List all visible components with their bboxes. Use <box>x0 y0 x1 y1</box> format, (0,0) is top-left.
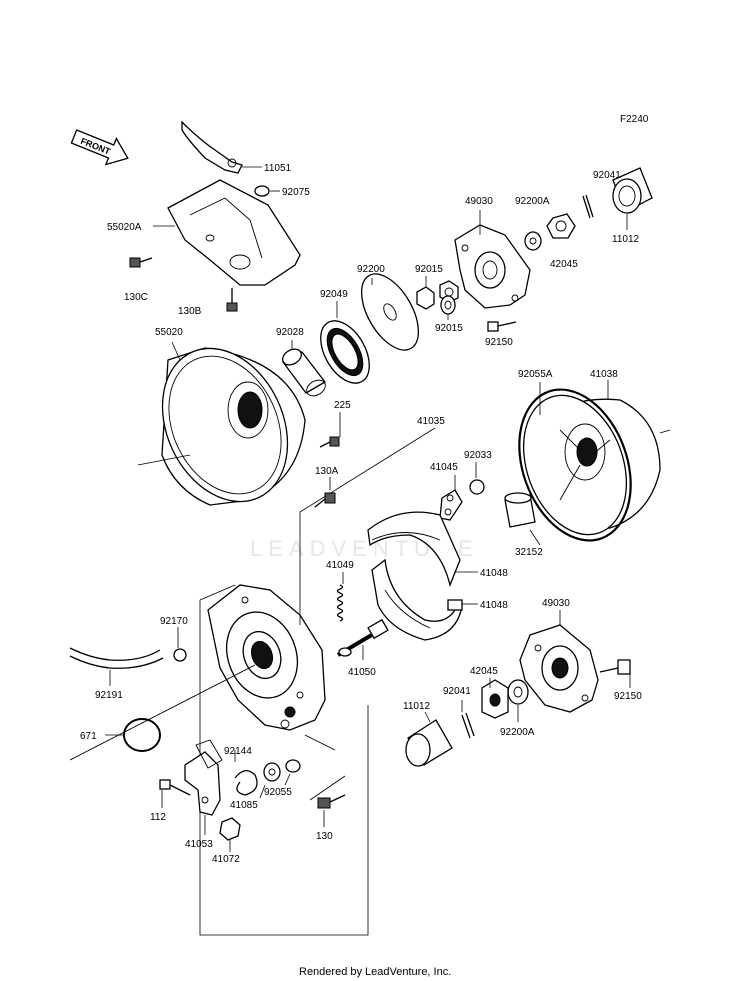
lever-41053 <box>184 739 223 816</box>
label-671: 671 <box>80 731 97 742</box>
seal-92049 <box>320 320 370 384</box>
label-41053: 41053 <box>185 839 213 850</box>
pin-92041-bot <box>461 712 475 739</box>
label-92150-bot: 92150 <box>614 691 642 702</box>
bolt-225 <box>319 436 340 448</box>
nut-41072 <box>219 817 241 841</box>
label-92144: 92144 <box>224 746 252 757</box>
label-49030-top: 49030 <box>465 196 493 207</box>
label-92041-bot: 92041 <box>443 686 471 697</box>
label-130B: 130B <box>178 306 202 317</box>
brake-drum-41038 <box>518 388 661 542</box>
backing-plate <box>207 584 326 731</box>
camshaft-41050 <box>336 618 389 657</box>
washer-92015-c <box>440 295 456 315</box>
label-92015-a: 92015 <box>415 264 443 275</box>
hub-49030-top <box>454 224 531 309</box>
bushing-32152 <box>504 492 536 528</box>
hose-92191 <box>69 647 164 669</box>
bolt-112 <box>159 779 191 796</box>
label-41038: 41038 <box>590 369 618 380</box>
label-41085: 41085 <box>230 800 258 811</box>
bolt-92150-top <box>487 321 517 332</box>
label-92055A: 92055A <box>518 369 553 380</box>
circlip-92033 <box>469 479 485 495</box>
label-41072: 41072 <box>212 854 240 865</box>
spring-92144 <box>234 770 258 796</box>
drum-housing-55020 <box>161 347 306 506</box>
label-42045-bot: 42045 <box>470 666 498 677</box>
label-92200A-bot: 92200A <box>500 727 535 738</box>
label-41048-b: 41048 <box>480 600 508 611</box>
link-41045 <box>439 489 463 521</box>
bolt-130B <box>226 288 238 312</box>
label-11051: 11051 <box>264 163 292 174</box>
label-92075: 92075 <box>282 187 310 198</box>
oring-92055 <box>285 759 301 773</box>
front-arrow-icon: FRONT <box>70 129 129 166</box>
bolt-130 <box>317 794 346 809</box>
label-92200A-top: 92200A <box>515 196 550 207</box>
label-42045-top: 42045 <box>550 259 578 270</box>
nut-42045-bot <box>481 679 509 719</box>
nut-92015-a <box>416 286 435 310</box>
washer-92200A-bot <box>507 679 529 705</box>
label-92170: 92170 <box>160 616 188 627</box>
label-11012-bot: 11012 <box>403 701 431 712</box>
label-130: 130 <box>316 831 333 842</box>
washer-92200A-top <box>524 231 542 251</box>
brake-shoe-41048-b <box>371 558 463 641</box>
label-11012-top: 11012 <box>612 234 640 245</box>
label-112: 112 <box>150 812 166 823</box>
label-41045: 41045 <box>430 462 458 473</box>
bolt-92150-bot <box>599 659 631 675</box>
footer-credit: Rendered by LeadVenture, Inc. <box>299 966 451 978</box>
label-55020: 55020 <box>155 327 183 338</box>
figure-code: F2240 <box>620 114 649 125</box>
bolt-130C <box>129 257 153 268</box>
indicator-41085 <box>263 762 281 782</box>
oring-671 <box>123 718 161 752</box>
cap-11012-bot <box>405 719 453 767</box>
brake-lever-11051 <box>181 120 243 174</box>
label-92055: 92055 <box>264 787 292 798</box>
label-92200: 92200 <box>357 264 385 275</box>
label-41050: 41050 <box>348 667 376 678</box>
bearing-92028 <box>282 348 326 397</box>
label-130A: 130A <box>315 466 339 477</box>
label-92015-b: 92015 <box>435 323 463 334</box>
label-55020A: 55020A <box>107 222 142 233</box>
spring-41049 <box>336 584 344 622</box>
washer-92200 <box>360 273 420 351</box>
cap-92075 <box>254 185 270 197</box>
label-41049: 41049 <box>326 560 354 571</box>
label-92033: 92033 <box>464 450 492 461</box>
bolt-130A <box>314 492 336 508</box>
brake-shoe-41048-a <box>367 511 461 588</box>
label-49030-bot: 49030 <box>542 598 570 609</box>
label-41035: 41035 <box>417 416 445 427</box>
label-225: 225 <box>334 400 351 411</box>
label-92191: 92191 <box>95 690 123 701</box>
hub-49030-bot <box>519 624 599 713</box>
nut-42045-top <box>546 213 576 239</box>
cap-11012-top <box>612 167 653 214</box>
clamp-92170 <box>173 648 187 662</box>
label-130C: 130C <box>124 292 148 303</box>
cover-55020A <box>167 179 301 286</box>
label-92150-top: 92150 <box>485 337 513 348</box>
label-92041-top: 92041 <box>593 170 621 181</box>
label-92028: 92028 <box>276 327 304 338</box>
label-41048-a: 41048 <box>480 568 508 579</box>
label-32152: 32152 <box>515 547 543 558</box>
label-92049: 92049 <box>320 289 348 300</box>
pin-92041-top <box>582 194 594 219</box>
